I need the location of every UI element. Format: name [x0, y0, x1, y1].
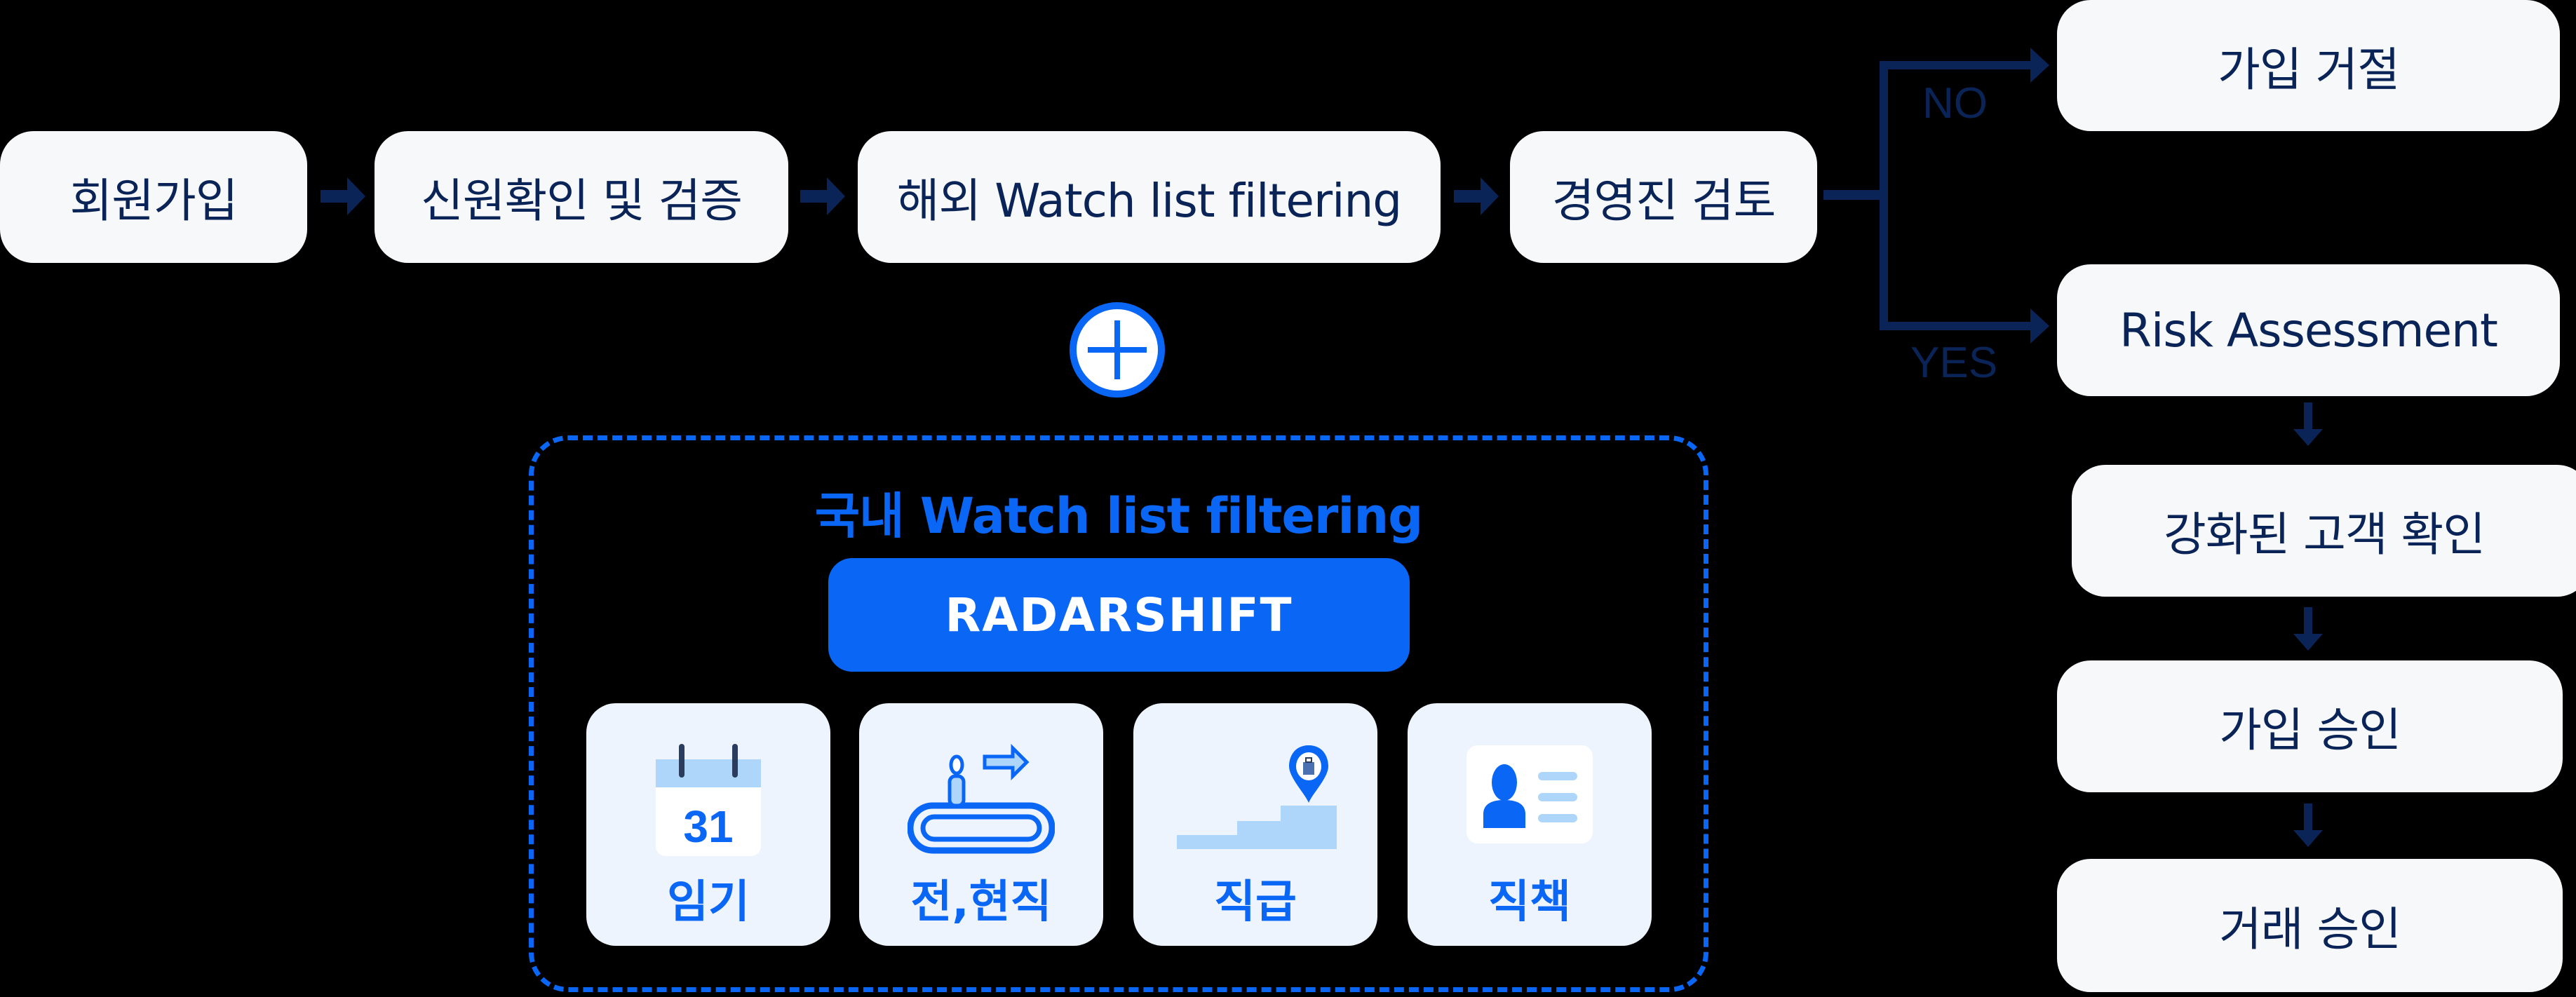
step-label: 가입 승인	[2219, 703, 2401, 757]
domestic-watchlist-container	[529, 435, 1708, 992]
yes-branch-label: YES	[1910, 339, 1998, 387]
step-signup-approved: 가입 승인	[2057, 660, 2563, 792]
stairs-location-pin-icon	[1177, 745, 1337, 849]
calendar-icon: 31	[656, 744, 761, 856]
category-card-former-current: 전,현직	[859, 703, 1103, 946]
arrow-right-icon	[800, 177, 845, 215]
step-identity-verification: 신원확인 및 검증	[375, 131, 788, 263]
arrow-down-icon	[2293, 402, 2323, 446]
step-enhanced-due-diligence: 강화된 고객 확인	[2072, 465, 2576, 597]
step-overseas-watchlist: 해외 Watch list filtering	[858, 131, 1441, 263]
step-label: 신원확인 및 검증	[421, 174, 743, 228]
step-label: 강화된 고객 확인	[2164, 508, 2486, 562]
step-risk-assessment: Risk Assessment	[2057, 264, 2560, 396]
step-executive-review: 경영진 검토	[1510, 131, 1817, 263]
plus-circle-icon	[1070, 302, 1165, 398]
arrow-right-icon	[1454, 177, 1499, 215]
category-label: 직급	[1214, 876, 1297, 928]
conveyor-transfer-icon	[908, 744, 1055, 854]
arrow-right-icon	[321, 177, 365, 215]
step-label: 해외 Watch list filtering	[896, 174, 1402, 228]
domestic-watchlist-heading: 국내 Watch list filtering	[814, 487, 1424, 545]
step-label: Risk Assessment	[2119, 303, 2498, 358]
no-branch-label: NO	[1922, 79, 1988, 128]
step-label: 거래 승인	[2219, 902, 2401, 956]
arrow-down-icon	[2293, 803, 2323, 847]
brand-label: RADARSHIFT	[945, 588, 1293, 642]
step-signup: 회원가입	[0, 131, 307, 263]
category-card-term: 31 임기	[586, 703, 830, 946]
arrow-down-icon	[2293, 607, 2323, 651]
category-card-rank: 직급	[1133, 703, 1377, 946]
step-label: 경영진 검토	[1551, 174, 1776, 228]
category-label: 전,현직	[910, 876, 1052, 928]
radarshift-badge: RADARSHIFT	[828, 558, 1410, 672]
id-card-icon	[1466, 745, 1593, 843]
step-label: 가입 거절	[2218, 42, 2400, 97]
step-transaction-approved: 거래 승인	[2057, 859, 2563, 992]
category-card-position: 직책	[1408, 703, 1652, 946]
step-label: 회원가입	[69, 174, 238, 228]
svg-text:31: 31	[683, 801, 733, 852]
decision-branch-connector	[1823, 48, 2049, 344]
step-signup-rejected: 가입 거절	[2057, 0, 2560, 131]
category-label: 임기	[667, 876, 750, 928]
category-label: 직책	[1488, 876, 1571, 928]
